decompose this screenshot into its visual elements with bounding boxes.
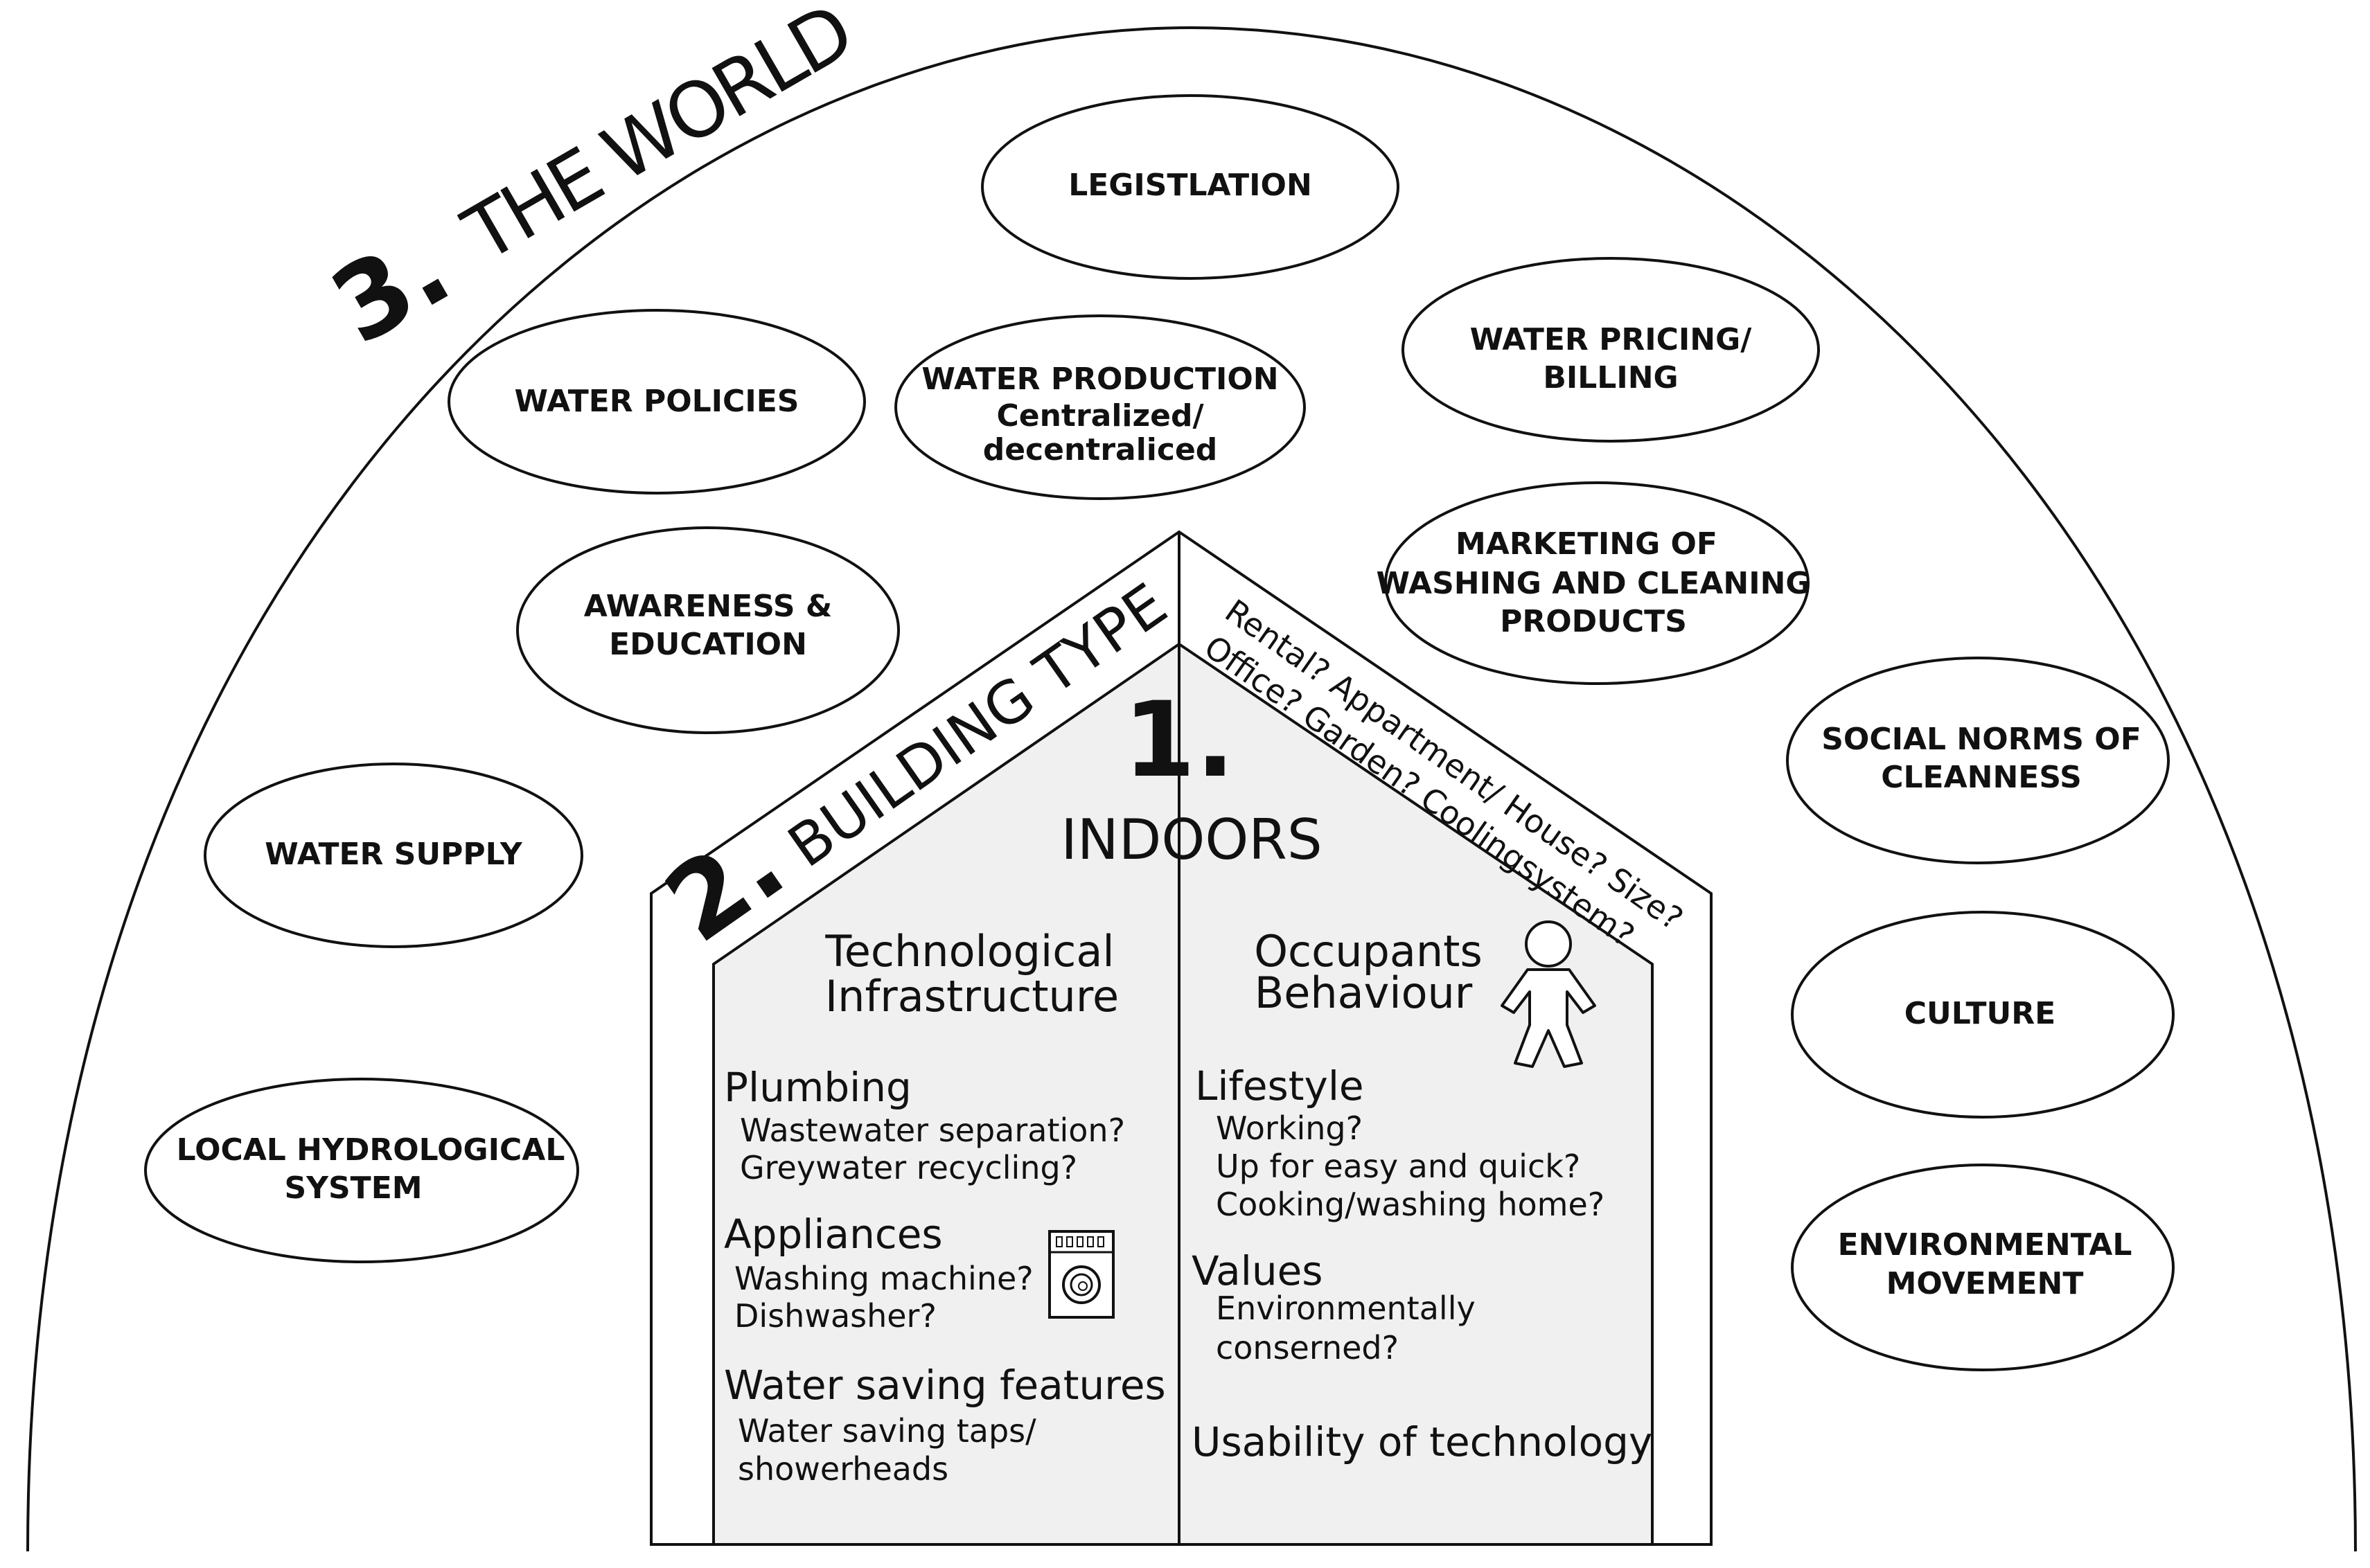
world-number: 3. xyxy=(312,208,470,368)
lifestyle-item: Cooking/washing home? xyxy=(1216,1186,1604,1223)
factor-social-norms-line1: SOCIAL NORMS OF xyxy=(1821,722,2141,757)
indoors-title: INDOORS xyxy=(1061,808,1322,872)
person-outline-icon xyxy=(1501,920,1596,1068)
factor-marketing-line1: MARKETING OF xyxy=(1456,526,1717,562)
world-dome xyxy=(26,26,2357,1552)
washing-machine-icon xyxy=(1048,1230,1115,1319)
occupants-title-line1: Occupants xyxy=(1254,926,1483,977)
factor-environmental-movement: ENVIRONMENTAL MOVEMENT xyxy=(1791,1164,2175,1371)
values-title: Values xyxy=(1192,1247,1323,1294)
factor-social-norms-line2: CLEANNESS xyxy=(1881,760,2082,795)
indoors-section: 1. INDOORS Technological Infrastructure … xyxy=(724,680,1652,1488)
water-saving-item: Water saving taps/ xyxy=(738,1412,1036,1450)
factor-water-pricing: WATER PRICING/ BILLING xyxy=(1401,257,1820,443)
water-saving-item: showerheads xyxy=(738,1450,948,1488)
factor-water-production-line2: Centralized/ xyxy=(996,398,1204,434)
factor-marketing-line2: WASHING AND CLEANING xyxy=(1376,566,1810,601)
factor-water-production: WATER PRODUCTION Centralized/ decentrali… xyxy=(894,314,1306,500)
factor-legislation-label: LEGISTLATION xyxy=(1068,168,1312,203)
appliances-item: Dishwasher? xyxy=(734,1297,937,1335)
tech-infrastructure-column: Technological Infrastructure Plumbing Wa… xyxy=(724,926,1166,1488)
plumbing-title: Plumbing xyxy=(724,1064,912,1111)
occupants-title-line2: Behaviour xyxy=(1255,968,1473,1018)
world-title: 3. THE WORLD xyxy=(312,0,865,368)
world-factors: LEGISTLATION WATER PRICING/ BILLING WATE… xyxy=(144,94,2175,1371)
factor-marketing: MARKETING OF WASHING AND CLEANING PRODUC… xyxy=(1376,481,1811,685)
indoors-number: 1. xyxy=(1123,680,1235,801)
factor-culture-label: CULTURE xyxy=(1904,996,2055,1031)
appliances-title: Appliances xyxy=(724,1211,943,1258)
factor-culture: CULTURE xyxy=(1791,911,2175,1119)
factor-local-hydrological-line2: SYSTEM xyxy=(284,1170,422,1206)
factor-water-supply-label: WATER SUPPLY xyxy=(265,837,523,872)
lifestyle-title: Lifestyle xyxy=(1195,1062,1364,1110)
world-title-text: THE WORLD xyxy=(449,0,865,279)
building-house: 2. BUILDING TYPE Rental? Appartment/ Hou… xyxy=(645,530,1713,1546)
plumbing-item: Wastewater separation? xyxy=(740,1112,1125,1149)
factor-water-policies-label: WATER POLICIES xyxy=(515,384,799,419)
values-item: Environmentally xyxy=(1216,1290,1476,1327)
occupants-behaviour-column: Occupants Behaviour Lifestyle Working? U… xyxy=(1192,920,1652,1465)
lifestyle-item: Up for easy and quick? xyxy=(1216,1148,1580,1185)
tech-title-line1: Technological xyxy=(824,926,1114,977)
factor-local-hydrological-line1: LOCAL HYDROLOGICAL xyxy=(177,1132,565,1168)
factor-water-supply: WATER SUPPLY xyxy=(204,763,583,948)
factor-awareness-line2: EDUCATION xyxy=(609,627,807,662)
appliances-item: Washing machine? xyxy=(734,1260,1034,1297)
factor-awareness: AWARENESS & EDUCATION xyxy=(516,526,900,734)
usability-title: Usability of technology xyxy=(1192,1418,1652,1465)
factor-environmental-movement-line2: MOVEMENT xyxy=(1886,1266,2084,1301)
lifestyle-item: Working? xyxy=(1216,1110,1363,1147)
factor-social-norms: SOCIAL NORMS OF CLEANNESS xyxy=(1786,657,2170,864)
factor-water-pricing-line2: BILLING xyxy=(1543,360,1678,395)
factor-marketing-line3: PRODUCTS xyxy=(1500,604,1687,639)
factor-legislation: LEGISTLATION xyxy=(981,94,1399,280)
tech-title-line2: Infrastructure xyxy=(825,971,1119,1022)
factor-water-production-line3: decentraliced xyxy=(983,432,1218,467)
water-saving-title: Water saving features xyxy=(724,1362,1166,1409)
factor-water-pricing-line1: WATER PRICING/ xyxy=(1470,322,1753,357)
factor-awareness-line1: AWARENESS & xyxy=(584,589,833,624)
values-item: conserned? xyxy=(1216,1329,1399,1366)
plumbing-item: Greywater recycling? xyxy=(740,1149,1077,1186)
factor-water-policies: WATER POLICIES xyxy=(448,309,866,495)
factor-local-hydrological: LOCAL HYDROLOGICAL SYSTEM xyxy=(144,1078,579,1263)
factor-environmental-movement-line1: ENVIRONMENTAL xyxy=(1838,1227,2132,1263)
factor-water-production-line1: WATER PRODUCTION xyxy=(921,362,1278,397)
